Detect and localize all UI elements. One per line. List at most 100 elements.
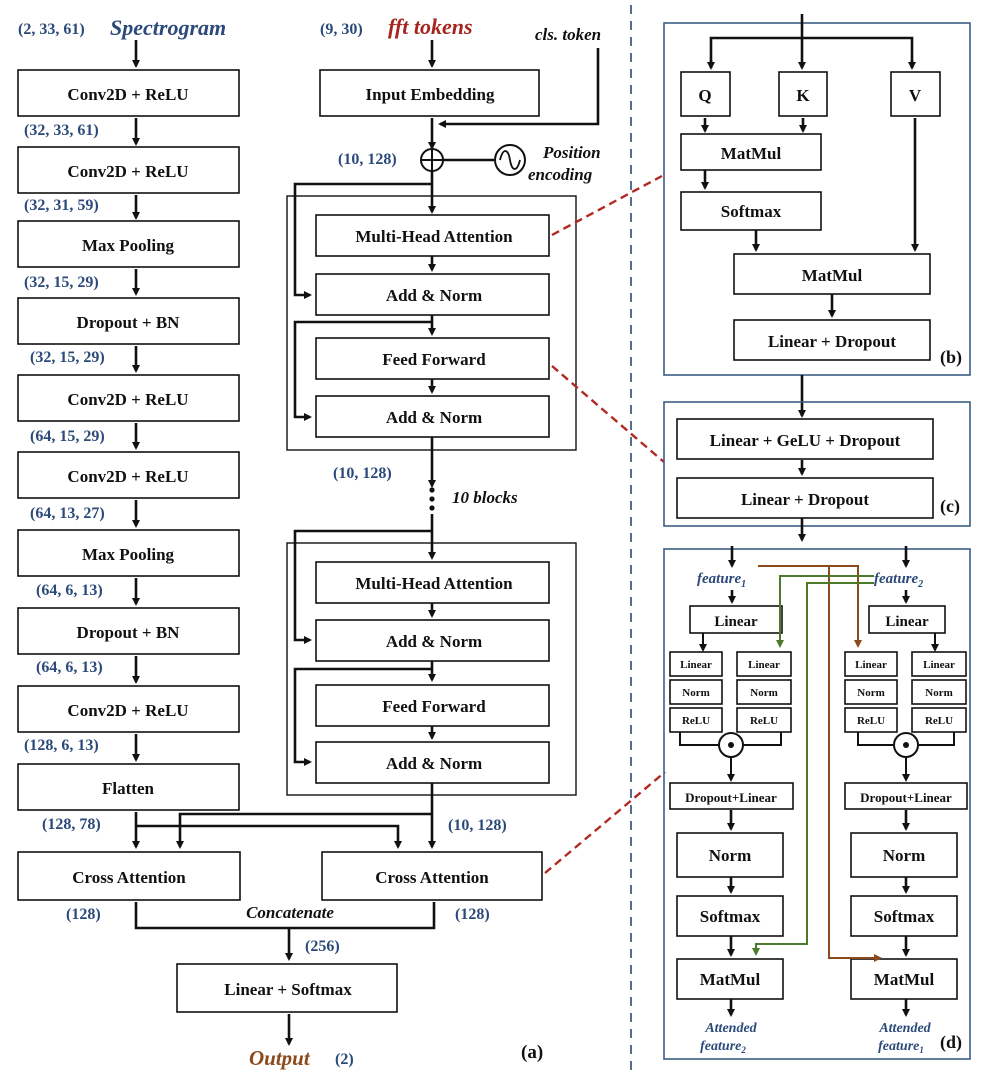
add-norm-box-2a [315,619,550,662]
feature-1-label: feature1 [697,571,746,590]
panel-d-cross-attention: feature1 feature2 Linear Linear Linear N… [663,546,971,1060]
small-relu-d4-label: ReLU [925,715,953,727]
q-box [680,71,731,117]
softmax-box-b [680,191,822,231]
small-linear-d3-label: Linear [855,659,887,671]
small-norm-d2 [736,679,792,705]
ff-label-2: Feed Forward [382,697,486,716]
matmul-label-b2: MatMul [802,266,863,285]
add-norm-box-1a [315,273,550,316]
cnn-layer-8 [17,607,240,655]
linear-dropout-label-c: Linear + Dropout [741,490,869,509]
cnn-layer-4 [17,297,240,345]
softmax-d-left-label: Softmax [700,907,761,926]
cnn-layer-9 [17,685,240,733]
softmax-d-left [676,895,784,937]
mha-box-1 [315,214,550,257]
small-relu-d3-label: ReLU [857,715,885,727]
small-norm-d2-label: Norm [750,687,778,699]
norm-d-left [676,832,784,878]
output-label: Output [249,1046,311,1070]
small-relu-d1 [669,707,723,733]
linear-softmax-label: Linear + Softmax [224,980,352,999]
cnn-shape-2: (32, 31, 59) [24,197,99,214]
cross-attention-left-label: Cross Attention [72,868,186,887]
small-relu-d4 [911,707,967,733]
dropout-linear-d-left-label: Dropout+Linear [685,790,777,805]
panel-b-attention: Q K V MatMul Softmax MatMul Linear + Dro… [663,14,971,418]
position-encoding-label-1: Position [542,143,601,162]
cnn-layer-5-label: Conv2D + ReLU [67,390,188,409]
add-norm-label-2b: Add & Norm [386,754,482,773]
right-out-shape: (128) [455,906,490,923]
small-relu-d2 [736,707,792,733]
cnn-shape-8: (64, 6, 13) [36,659,103,676]
cnn-layer-6-label: Conv2D + ReLU [67,467,188,486]
matmul-d-left-label: MatMul [700,970,761,989]
matmul-label-b1: MatMul [721,144,782,163]
attended-right-l2: feature1 [878,1039,924,1055]
cls-token-label: cls. token [535,25,601,44]
v-label: V [909,86,922,105]
panel-c-feedforward: Linear + GeLU + Dropout Linear + Dropout… [663,401,971,542]
concat-shape: (256) [305,938,340,955]
add-norm-box-2b [315,741,550,784]
cnn-layer-7-label: Max Pooling [82,545,175,564]
q-label: Q [698,86,711,105]
ten-blocks-label: 10 blocks [452,488,518,507]
dropout-linear-d-right-label: Dropout+Linear [860,790,952,805]
add-norm-box-1b [315,395,550,438]
k-label: K [796,86,810,105]
dropout-linear-d-right [844,782,968,810]
cnn-layer-1 [17,69,240,117]
add-norm-label-1a: Add & Norm [386,286,482,305]
small-linear-d1-label: Linear [680,659,712,671]
transformer-branch: (9, 30) fft tokens cls. token Input Embe… [286,14,601,796]
linear-gelu-dropout-box [676,418,934,460]
norm-d-right [850,832,958,878]
small-relu-d3 [844,707,898,733]
input-embedding-label: Input Embedding [366,85,495,104]
feature1-to-matmul-right-route [758,565,882,962]
cnn-shape-5: (64, 15, 29) [30,428,105,445]
cnn-layer-3 [17,220,240,268]
linear-gelu-dropout-label: Linear + GeLU + Dropout [710,431,901,450]
linear-box-d-left [689,605,783,634]
concatenate-label: Concatenate [246,903,334,922]
matmul-d-left [676,958,784,1000]
spectrogram-label: Spectrogram [110,15,226,40]
panel-d-frame [663,548,971,1060]
cnn-layer-4-label: Dropout + BN [77,313,181,332]
small-norm-d1 [669,679,723,705]
linear-label-d-left: Linear [714,614,758,630]
input-embedding-box [319,69,540,117]
position-encoding-label-2: encoding [528,165,593,184]
softmax-label-b: Softmax [721,202,782,221]
small-linear-d1 [669,651,723,677]
linear-softmax-box [176,963,398,1013]
mha-label-1: Multi-Head Attention [355,227,513,246]
mha-box-2 [315,561,550,604]
matmul-d-right [850,958,958,1000]
cross-attention-right [321,851,543,901]
small-linear-d2 [736,651,792,677]
cnn-layer-7 [17,529,240,577]
panel-b-frame [663,22,971,376]
cnn-layer-10-label: Flatten [102,779,154,798]
norm-d-left-label: Norm [709,846,751,865]
panel-c-label: (c) [940,496,960,517]
cnn-shape-10: (128, 78) [42,816,101,833]
cnn-shape-1: (32, 33, 61) [24,122,99,139]
detail-connectors [544,174,666,874]
attended-left-l2: feature2 [700,1039,746,1055]
small-norm-d1-label: Norm [682,687,710,699]
ff-box-1 [315,337,550,380]
cnn-layer-5 [17,374,240,422]
small-linear-d4 [911,651,967,677]
add-norm-label-1b: Add & Norm [386,408,482,427]
matmul-d-right-label: MatMul [874,970,935,989]
cnn-layer-8-label: Dropout + BN [77,623,181,642]
dropout-linear-d-left [669,782,794,810]
mha-label-2: Multi-Head Attention [355,574,513,593]
